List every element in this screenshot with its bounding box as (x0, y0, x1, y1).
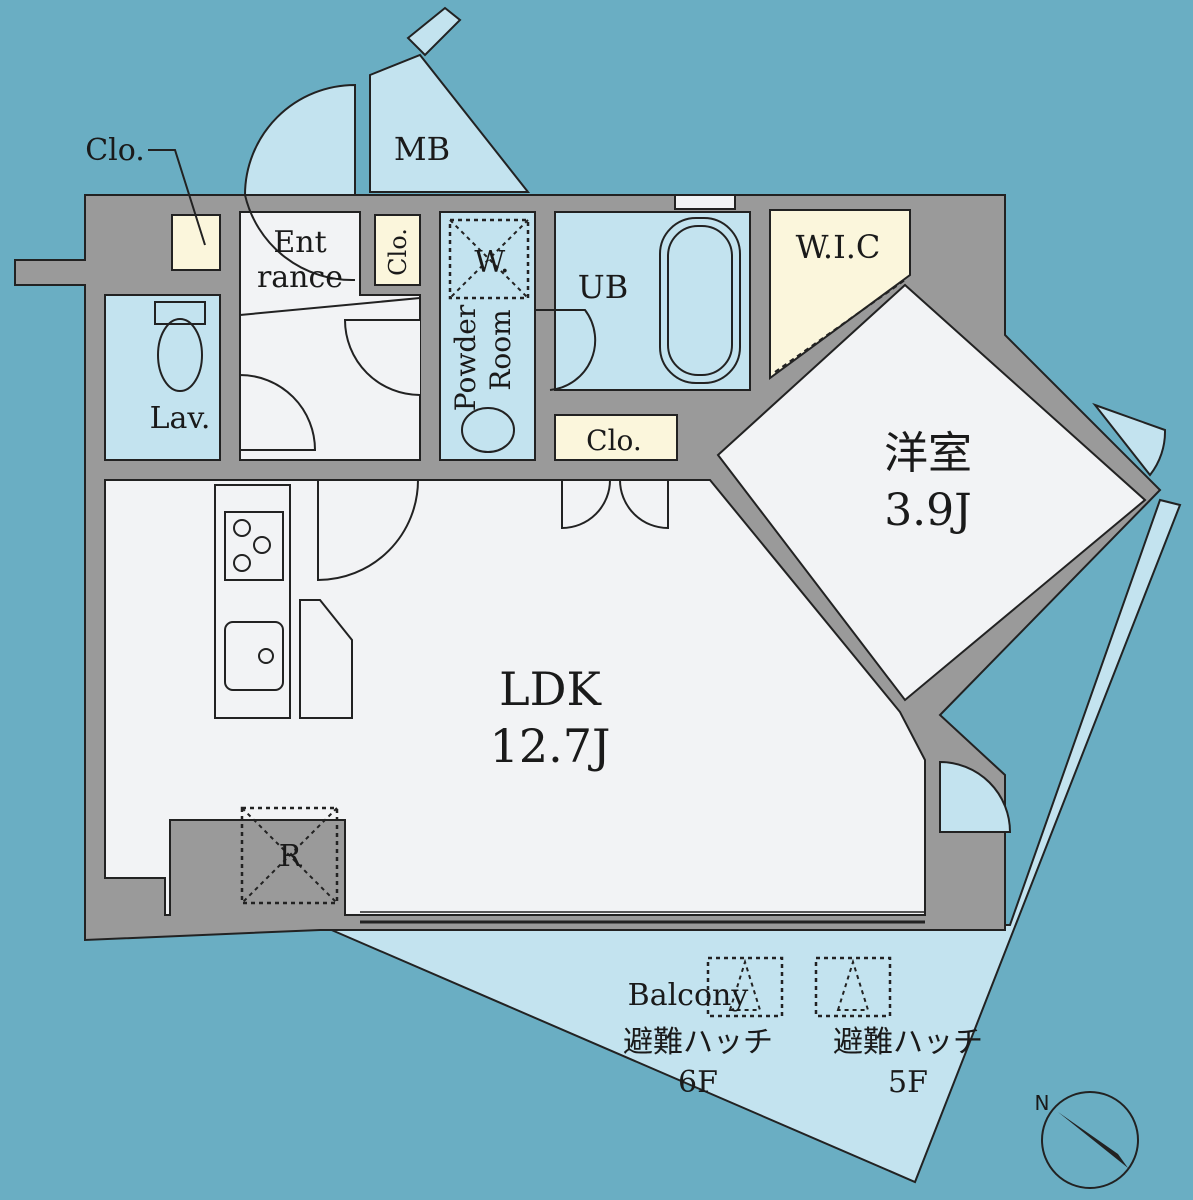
compass-icon (1041, 1091, 1139, 1189)
washer-space (448, 218, 530, 300)
closet-entrance-label: Clo. (85, 133, 145, 168)
hatch-6f-label: 避難ハッチ (623, 1025, 773, 1060)
lav-door-swing (239, 373, 317, 451)
mb-door (406, 6, 462, 57)
burner-1 (233, 519, 251, 537)
sink-drain (258, 648, 274, 664)
toilet-tank (154, 301, 206, 325)
hatch-5f-ladder (836, 958, 870, 1011)
hatch-6f-outline (706, 956, 784, 1018)
washer-x1 (449, 219, 529, 299)
closet-door-right (619, 479, 669, 530)
hatch-6f-ladder (728, 958, 762, 1011)
small-closet-label: Clo. (384, 228, 412, 276)
refrigerator-label: R (279, 839, 303, 874)
entrance-step (239, 297, 421, 316)
powder-room (439, 211, 536, 461)
ldk-door-swing (317, 479, 420, 582)
entrance-label-2: rance (257, 260, 343, 295)
lav-label: Lav. (150, 401, 211, 436)
stove (224, 511, 284, 581)
hatch-5f-label: 避難ハッチ (833, 1025, 983, 1060)
small-closet (374, 214, 421, 286)
burner-3 (233, 554, 251, 572)
powder-label-2: Room (484, 309, 517, 390)
mb-label: MB (394, 130, 450, 168)
meter-box (369, 53, 531, 193)
powder-door-swing (343, 319, 421, 396)
kitchen-counter (214, 484, 291, 719)
entrance-door-swing (243, 83, 356, 196)
toilet-bowl (157, 318, 203, 392)
western-room-name: 洋室 (884, 428, 972, 479)
ldk-room (104, 479, 926, 916)
compass-needle-icon (1058, 1112, 1128, 1168)
wic-label: W.I.C (796, 228, 881, 266)
ldk-name: LDK (499, 662, 602, 716)
wash-basin (461, 407, 515, 453)
western-window-swing (1092, 402, 1167, 477)
sink (224, 621, 284, 691)
closet-leader-line (148, 149, 206, 246)
entrance-door-swing-2 (244, 194, 356, 282)
hall-closet-label: Clo. (586, 424, 642, 457)
bath-window (674, 194, 736, 210)
western-room-size: 3.9J (884, 485, 972, 536)
compass-north-label: N (1035, 1091, 1050, 1115)
washer-label: W. (474, 245, 509, 280)
bathtub (659, 217, 741, 384)
western-room (716, 283, 1147, 702)
bathtub-inner (667, 225, 733, 376)
walk-in-closet (769, 209, 911, 380)
powder-label-1: Powder (449, 304, 482, 411)
hatch-6f-floor: 6F (678, 1065, 718, 1100)
balcony-label: Balcony (628, 978, 749, 1013)
entrance-label-1: Ent (273, 225, 326, 260)
ub-label: UB (578, 268, 628, 306)
fridge-x2 (241, 807, 338, 904)
washer-x2 (449, 219, 529, 299)
hatch-5f-outline (814, 956, 892, 1018)
balcony-door-swing (939, 760, 1012, 833)
ldk-size: 12.7J (490, 719, 611, 773)
closet-door-left (561, 479, 611, 530)
ub-door-swing (535, 309, 597, 391)
hall-closet (554, 414, 678, 461)
entrance-closet (171, 214, 221, 271)
kitchen-partition (299, 599, 353, 719)
unit-bath (554, 211, 751, 391)
hatch-5f-floor: 5F (888, 1065, 928, 1100)
burner-2 (253, 536, 271, 554)
